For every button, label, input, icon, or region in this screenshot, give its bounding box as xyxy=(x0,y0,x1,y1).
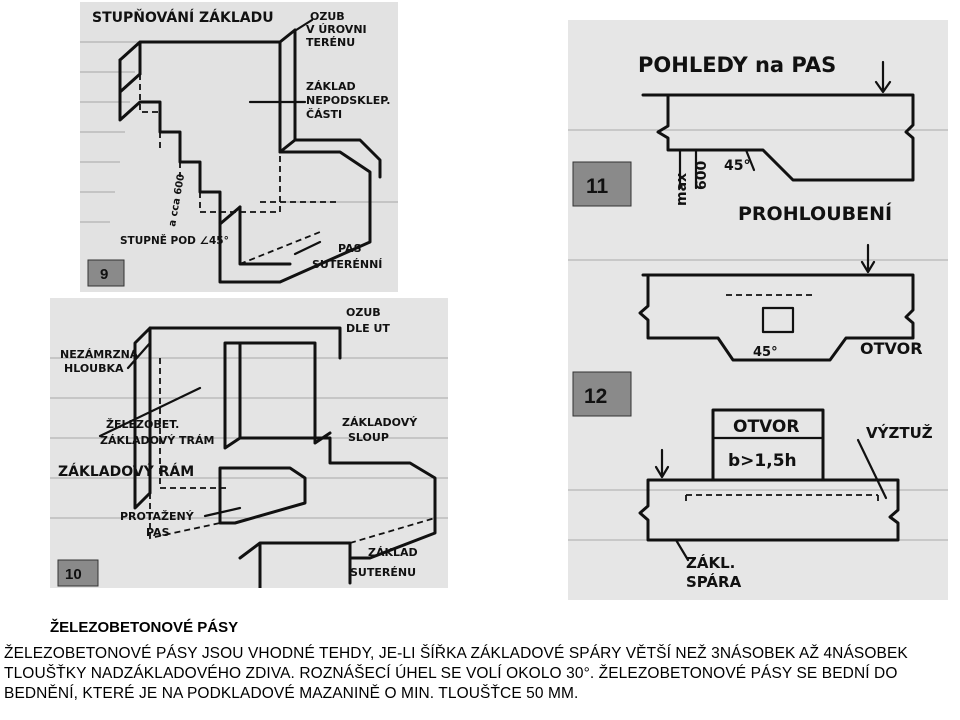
fig10-label-tram-1: ŽELEZOBET. xyxy=(106,418,179,431)
caption: ŽELEZOBETONOVÉ PÁSY ŽELEZOBETONOVÉ PÁSY … xyxy=(4,618,956,704)
figure-12-number-badge xyxy=(572,371,632,417)
fig11-label-45a: 45° xyxy=(724,158,750,174)
caption-title: ŽELEZOBETONOVÉ PÁSY xyxy=(50,619,239,636)
fig10-label-zakl-1: ZÁKLAD xyxy=(368,546,418,559)
fig9-label-zaklad-2: NEPODSKLEP. xyxy=(306,94,390,107)
fig11-label-prohloubeni: PROHLOUBENÍ xyxy=(738,202,892,225)
figure-10-title: ZÁKLADOVÝ RÁM xyxy=(58,462,194,480)
fig9-label-zaklad-3: ČÁSTI xyxy=(306,108,342,121)
figure-11-title: POHLEDY na PAS xyxy=(638,53,836,77)
fig10-label-sloup-1: ZÁKLADOVÝ xyxy=(342,416,418,429)
fig10-label-nezam-1: NEZÁMRZNÁ xyxy=(60,348,139,361)
fig9-label-ozub-3: TERÉNU xyxy=(306,36,355,49)
figure-12-number: 12 xyxy=(584,385,607,408)
fig12-label-vyztuz: VÝZTUŽ xyxy=(866,423,933,442)
fig11-label-600: 600 xyxy=(694,161,710,190)
fig10-label-prot-2: PAS xyxy=(146,526,170,539)
figure-10-drawing: NEZÁMRZNÁ HLOUBKA OZUB DLE UT ŽELEZOBET.… xyxy=(50,306,448,588)
fig10-label-tram-2: ZÁKLADOVÝ TRÁM xyxy=(100,434,214,447)
fig10-label-sloup-2: SLOUP xyxy=(348,431,389,444)
figure-9-stepped-foundation: STUPŇOVÁNÍ ZÁKLADU OZUB V ÚROVNI TERÉNU … xyxy=(80,2,398,292)
figure-10-number: 10 xyxy=(65,566,82,583)
fig12-label-b: b>1,5h xyxy=(728,451,797,471)
fig12-label-45b: 45° xyxy=(753,345,778,360)
figure-11-12-strip-views: POHLEDY na PAS max 600 45° PROHLOUBENÍ 1… xyxy=(568,20,948,600)
figure-10-number-badge xyxy=(57,559,99,587)
fig9-label-dimension: a cca 600 xyxy=(167,173,187,227)
figure-11-number-badge xyxy=(572,161,632,207)
figure-9-title: STUPŇOVÁNÍ ZÁKLADU xyxy=(92,9,274,26)
fig12-label-otvor-box: OTVOR xyxy=(733,417,799,437)
fig10-label-zakl-2: SUTERÉNU xyxy=(350,566,416,579)
figure-9-number-badge xyxy=(87,259,125,287)
fig9-label-ozub-2: V ÚROVNI xyxy=(306,23,367,36)
figure-9-number: 9 xyxy=(100,266,108,283)
fig12-label-zakl-1: ZÁKL. xyxy=(686,553,735,572)
figure-11-number: 11 xyxy=(586,175,609,198)
fig9-label-pas-1: PAS xyxy=(338,242,362,255)
fig11-label-max: max xyxy=(674,173,690,206)
fig9-label-stupne: STUPNĚ POD ∠45° xyxy=(120,234,229,247)
fig12-label-otvor: OTVOR xyxy=(860,339,923,358)
fig10-label-ozub-1: OZUB xyxy=(346,306,381,319)
fig10-label-ozub-2: DLE UT xyxy=(346,322,390,335)
fig10-label-nezam-2: HLOUBKA xyxy=(64,362,124,375)
fig9-label-zaklad-1: ZÁKLAD xyxy=(306,80,356,93)
fig10-label-prot-1: PROTAŽENÝ xyxy=(120,510,195,523)
fig12-label-zakl-2: SPÁRA xyxy=(686,572,742,591)
figure-11-12-drawing: POHLEDY na PAS max 600 45° PROHLOUBENÍ 1… xyxy=(568,53,948,591)
fig9-label-ozub-1: OZUB xyxy=(310,10,345,23)
figure-10-foundation-frame: NEZÁMRZNÁ HLOUBKA OZUB DLE UT ŽELEZOBET.… xyxy=(50,298,448,588)
fig9-label-pas-2: SUTERÉNNÍ xyxy=(312,258,382,271)
figure-9-drawing: STUPŇOVÁNÍ ZÁKLADU OZUB V ÚROVNI TERÉNU … xyxy=(80,9,398,287)
caption-body: ŽELEZOBETONOVÉ PÁSY JSOU VHODNÉ TEHDY, J… xyxy=(4,645,908,702)
